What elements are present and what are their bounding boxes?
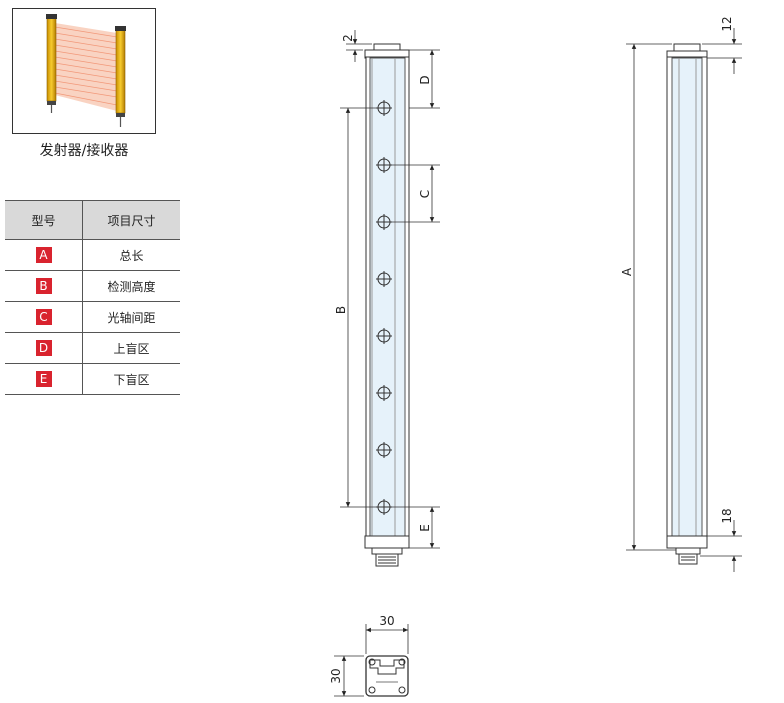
front-view (364, 43, 410, 567)
cross-section-view (365, 655, 409, 697)
lens-hole (376, 100, 392, 116)
dim-D (409, 49, 440, 109)
table-row: A 总长 (5, 239, 180, 271)
lens-hole (376, 271, 392, 287)
lens-hole (376, 157, 392, 173)
table-row: C 光轴间距 (5, 301, 180, 333)
row-desc: 检测高度 (82, 270, 180, 302)
header-model: 型号 (5, 200, 83, 240)
lens-hole (376, 442, 392, 458)
receiver-bar (115, 26, 126, 127)
side-view (666, 43, 708, 565)
dim-side-top (702, 28, 742, 74)
dim-label-top-gap: 2 (341, 34, 355, 42)
table-row: E 下盲区 (5, 363, 180, 395)
dim-side-bottom (700, 520, 742, 572)
product-photo-frame (12, 8, 156, 134)
code-badge-d: D (35, 340, 52, 356)
row-desc: 光轴间距 (82, 301, 180, 333)
table-row: B 检测高度 (5, 270, 180, 302)
front-connector (375, 553, 399, 567)
code-badge-c: C (35, 309, 52, 325)
dim-top-gap (346, 30, 372, 62)
row-desc: 下盲区 (82, 363, 180, 395)
dim-section-height (334, 655, 364, 697)
lens-hole (376, 328, 392, 344)
dim-section-width (365, 624, 409, 654)
dim-label-section-height: 30 (329, 668, 343, 683)
dim-label-side-bottom: 18 (720, 508, 734, 523)
table-header-row: 型号 项目尺寸 (5, 200, 180, 240)
photo-caption: 发射器/接收器 (39, 143, 129, 159)
code-badge-b: B (35, 278, 52, 294)
dim-label-D: D (418, 75, 432, 84)
dim-label-B: B (334, 306, 348, 314)
row-desc: 总长 (82, 239, 180, 271)
light-curtain-image (46, 14, 126, 127)
side-connector (678, 553, 698, 565)
dim-C (392, 164, 440, 223)
table-row: D 上盲区 (5, 332, 180, 364)
dim-label-C: C (418, 190, 432, 198)
dim-label-E: E (418, 524, 432, 532)
lens-hole (376, 499, 392, 515)
dim-label-section-width: 30 (379, 614, 394, 628)
dim-label-side-top: 12 (720, 16, 734, 31)
row-desc: 上盲区 (82, 332, 180, 364)
code-badge-e: E (35, 371, 52, 387)
code-badge-a: A (35, 247, 52, 263)
lens-holes (376, 100, 392, 515)
dim-label-A: A (620, 267, 634, 276)
dim-A (626, 43, 676, 551)
dim-B (340, 107, 376, 508)
lens-hole (376, 214, 392, 230)
lens-hole (376, 385, 392, 401)
light-beams (54, 23, 118, 111)
emitter-bar (46, 14, 57, 113)
dimension-legend-table: 型号 项目尺寸 A 总长 B 检测高度 C 光轴间距 D 上盲区 E 下盲区 (5, 200, 180, 395)
dim-E (392, 506, 440, 549)
header-item-size: 项目尺寸 (82, 200, 180, 240)
